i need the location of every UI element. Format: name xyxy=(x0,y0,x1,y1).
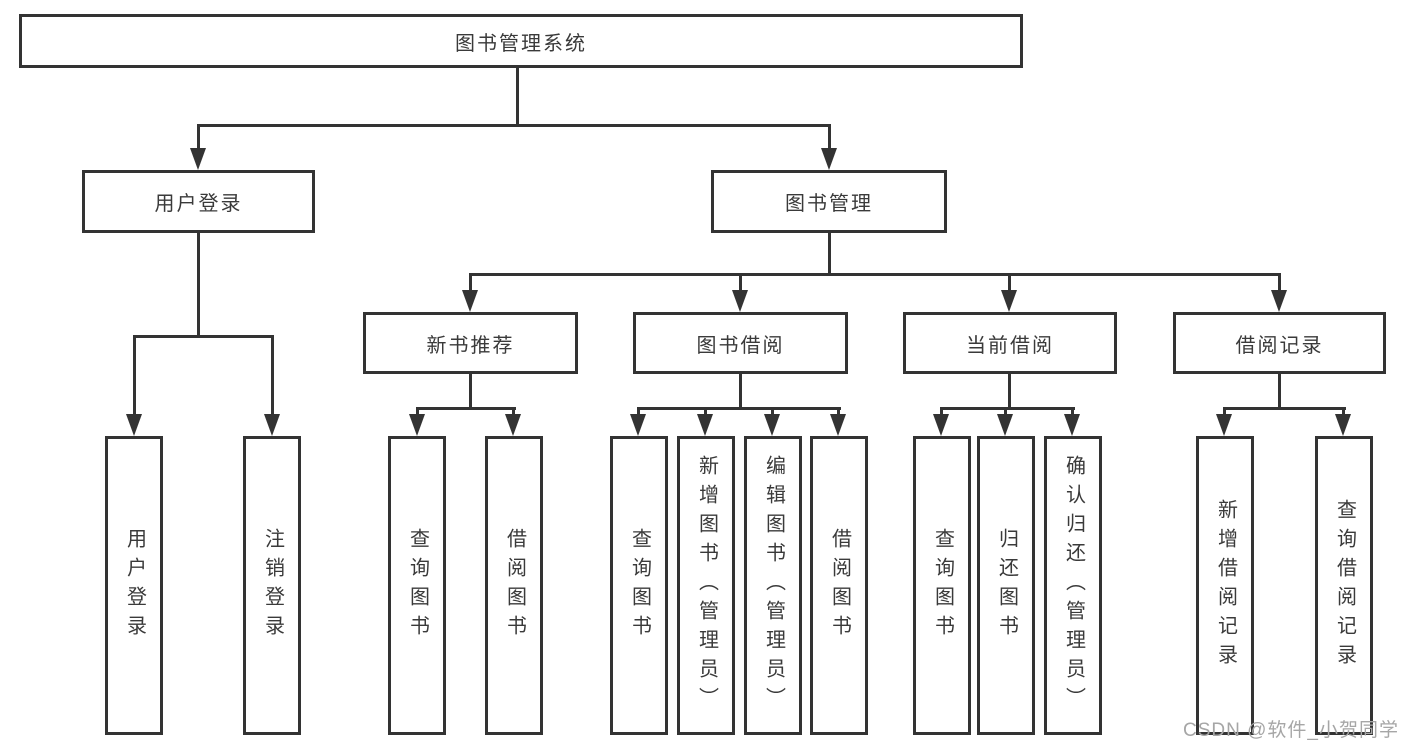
connector-user-login-branch xyxy=(133,335,274,338)
connector-book-borrow-branch xyxy=(637,407,841,410)
arrowhead-down-icon xyxy=(264,414,280,436)
node-label: 当前借阅 xyxy=(966,334,1054,357)
connector-drop xyxy=(1071,407,1074,416)
arrowhead-down-icon xyxy=(997,414,1013,436)
arrowhead-down-icon xyxy=(1001,290,1017,312)
connector-book-mgmt-branch xyxy=(469,273,1281,276)
leaf-label: 查询图书 xyxy=(628,527,651,644)
arrowhead-down-icon xyxy=(1216,414,1232,436)
leaf-borrow-books: 借阅图书 xyxy=(810,436,868,735)
node-label: 图书管理系统 xyxy=(455,32,587,55)
leaf-return-books: 归还图书 xyxy=(977,436,1035,735)
connector-borrow-record-branch xyxy=(1223,407,1346,410)
arrowhead-down-icon xyxy=(732,290,748,312)
connector-drop xyxy=(828,124,831,150)
arrowhead-down-icon xyxy=(697,414,713,436)
leaf-confirm-return-admin: 确认归还（管理员） xyxy=(1044,436,1102,735)
connector-drop xyxy=(739,273,742,292)
arrowhead-down-icon xyxy=(462,290,478,312)
csdn-watermark: CSDN @软件_小贺同学 xyxy=(1183,720,1399,741)
connector-current-borrow-stem xyxy=(1008,374,1011,407)
node-root-library-management-system: 图书管理系统 xyxy=(19,14,1023,68)
node-new-book-recommendation: 新书推荐 xyxy=(363,312,578,374)
arrowhead-down-icon xyxy=(409,414,425,436)
arrowhead-down-icon xyxy=(1335,414,1351,436)
arrowhead-down-icon xyxy=(1064,414,1080,436)
node-label: 借阅记录 xyxy=(1235,334,1324,357)
node-user-login: 用户登录 xyxy=(82,170,315,233)
connector-root-branch xyxy=(197,124,831,127)
arrowhead-down-icon xyxy=(190,148,206,170)
leaf-label: 注销登录 xyxy=(261,527,284,644)
leaf-query-borrow-record: 查询借阅记录 xyxy=(1315,436,1373,735)
connector-drop xyxy=(771,407,774,416)
arrowhead-down-icon xyxy=(505,414,521,436)
node-book-management: 图书管理 xyxy=(711,170,947,233)
arrowhead-down-icon xyxy=(821,148,837,170)
leaf-query-books: 查询图书 xyxy=(388,436,446,735)
connector-drop xyxy=(197,124,200,150)
leaf-user-login: 用户登录 xyxy=(105,436,163,735)
leaf-label: 查询图书 xyxy=(931,527,954,644)
leaf-edit-books-admin: 编辑图书（管理员） xyxy=(744,436,802,735)
leaf-label: 用户登录 xyxy=(123,527,146,644)
arrowhead-down-icon xyxy=(933,414,949,436)
arrowhead-down-icon xyxy=(630,414,646,436)
connector-drop xyxy=(1008,273,1011,292)
arrowhead-down-icon xyxy=(830,414,846,436)
node-label: 图书管理 xyxy=(785,193,873,215)
leaf-label: 借阅图书 xyxy=(828,527,851,644)
node-label: 新书推荐 xyxy=(426,334,515,357)
leaf-add-books-admin: 新增图书（管理员） xyxy=(677,436,735,735)
node-label: 图书借阅 xyxy=(696,334,785,357)
leaf-query-books: 查询图书 xyxy=(913,436,971,735)
connector-drop xyxy=(416,407,419,416)
arrowhead-down-icon xyxy=(764,414,780,436)
connector-book-mgmt-stem xyxy=(828,233,831,273)
leaf-label: 新增借阅记录 xyxy=(1214,498,1237,673)
arrowhead-down-icon xyxy=(126,414,142,436)
connector-borrow-record-stem xyxy=(1278,374,1281,407)
leaf-query-books: 查询图书 xyxy=(610,436,668,735)
node-label: 用户登录 xyxy=(154,193,243,215)
leaf-logout: 注销登录 xyxy=(243,436,301,735)
connector-drop xyxy=(704,407,707,416)
connector-drop xyxy=(1004,407,1007,416)
node-current-borrowing: 当前借阅 xyxy=(903,312,1117,374)
connector-current-borrow-branch xyxy=(940,407,1075,410)
leaf-label: 归还图书 xyxy=(995,527,1018,644)
connector-drop xyxy=(469,273,472,292)
connector-root-stem xyxy=(516,68,519,124)
connector-drop xyxy=(512,407,515,416)
connector-drop xyxy=(133,335,136,416)
connector-drop xyxy=(271,335,274,416)
connector-drop xyxy=(837,407,840,416)
connector-new-book-stem xyxy=(469,374,472,407)
leaf-label: 查询图书 xyxy=(406,527,429,644)
connector-new-book-branch xyxy=(416,407,516,410)
connector-drop xyxy=(1223,407,1226,416)
connector-drop xyxy=(1278,273,1281,292)
leaf-label: 借阅图书 xyxy=(503,527,526,644)
leaf-label: 编辑图书（管理员） xyxy=(762,455,785,716)
leaf-borrow-books: 借阅图书 xyxy=(485,436,543,735)
leaf-label: 新增图书（管理员） xyxy=(695,455,718,716)
connector-book-borrow-stem xyxy=(739,374,742,407)
node-borrowing-records: 借阅记录 xyxy=(1173,312,1386,374)
leaf-add-borrow-record: 新增借阅记录 xyxy=(1196,436,1254,735)
connector-user-login-stem xyxy=(197,233,200,335)
arrowhead-down-icon xyxy=(1271,290,1287,312)
connector-drop xyxy=(1342,407,1345,416)
connector-drop xyxy=(637,407,640,416)
leaf-label: 查询借阅记录 xyxy=(1333,498,1356,673)
connector-drop xyxy=(940,407,943,416)
node-book-borrowing: 图书借阅 xyxy=(633,312,848,374)
leaf-label: 确认归还（管理员） xyxy=(1062,455,1085,716)
